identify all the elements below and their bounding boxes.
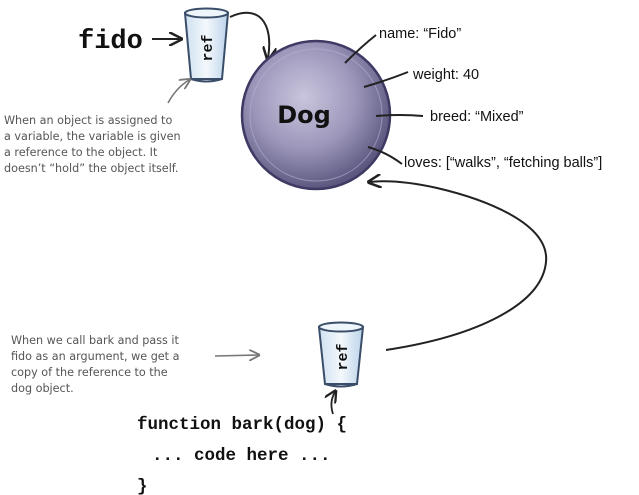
cup-label: ref [335, 343, 352, 370]
ref-cup-fido: ref [183, 7, 230, 83]
property-loves: loves: [“walks”, “fetching balls”] [404, 155, 602, 171]
code-line-body: ... code here ... [152, 446, 331, 466]
property-line-loves [367, 146, 403, 165]
cup-rim [318, 321, 364, 333]
ref-cup-dog-param: ref [317, 321, 365, 388]
property-line-weight [363, 71, 409, 88]
property-weight: weight: 40 [412, 67, 479, 83]
assignment-note: When an object is assigned to a variable… [4, 114, 181, 175]
call-note: When we call bark and pass it fido as an… [11, 334, 180, 395]
note-line: copy of the reference to the [11, 366, 168, 379]
cup-label: ref [200, 34, 217, 61]
note-line: When we call bark and pass it [11, 334, 180, 347]
code-line-signature: function bark(dog) { [137, 415, 347, 435]
property-name: name: “Fido” [379, 26, 461, 42]
dog-object: Dog [240, 39, 392, 191]
note-line: doesn’t “hold” the object itself. [4, 162, 178, 175]
note-line: a variable, the variable is given [4, 130, 181, 143]
cup-rim [184, 7, 229, 19]
call-note-arrow [214, 355, 258, 356]
property-line-name [344, 34, 377, 64]
object-label: Dog [277, 101, 331, 129]
note-line: dog object. [11, 382, 74, 395]
note-line: fido as an argument, we get a [11, 350, 179, 363]
note-line: a reference to the object. It [4, 146, 158, 159]
note-line: When an object is assigned to [4, 114, 172, 127]
cup-base [324, 383, 358, 388]
param-to-ref-arrow [331, 392, 335, 415]
code-line-close: } [137, 477, 148, 495]
copy-ref-to-object-arrow [370, 181, 548, 351]
ref-to-object-arrow [229, 11, 269, 58]
property-line-breed [375, 114, 424, 117]
variable-name-fido: fido [78, 27, 143, 57]
note-pointer-arrow [167, 80, 189, 104]
property-breed: breed: “Mixed” [430, 109, 524, 125]
cup-base [190, 78, 223, 83]
